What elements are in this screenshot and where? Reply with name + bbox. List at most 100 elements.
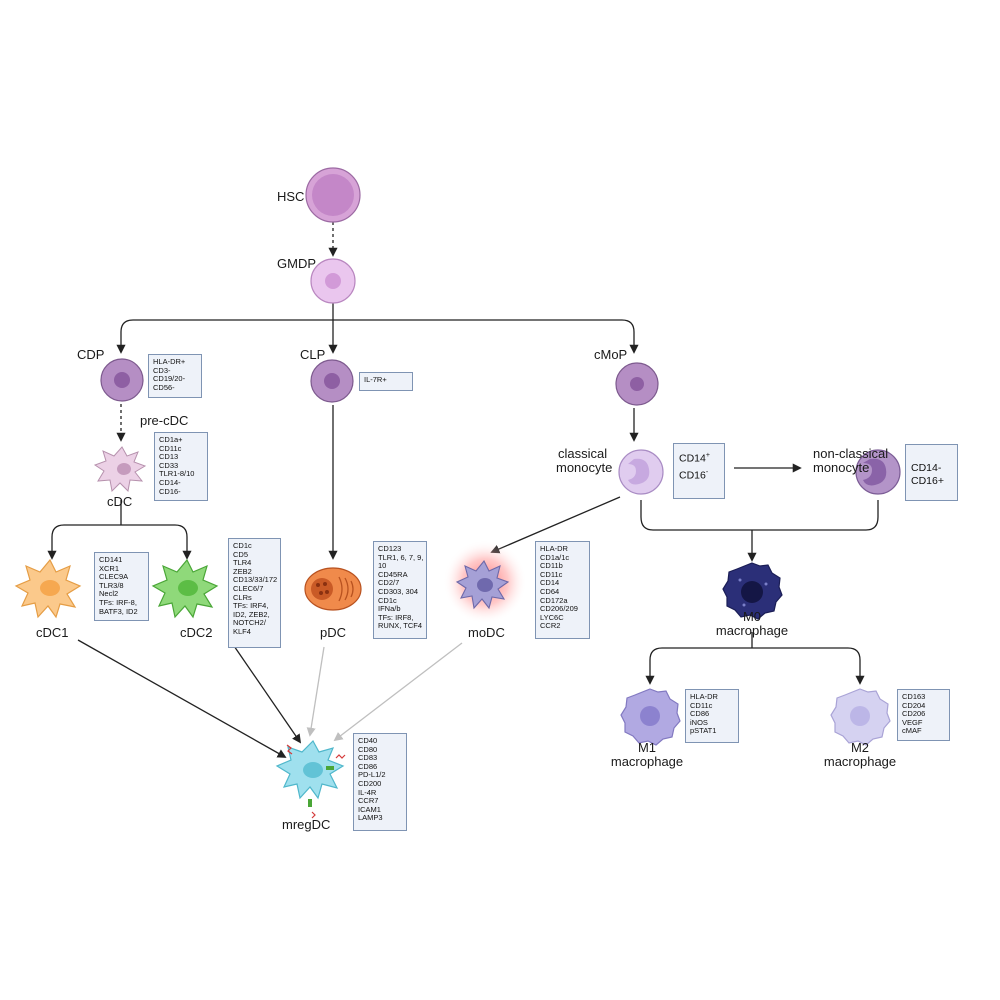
modc-markers-box: HLA-DR CD1a/1c CD11b CD11c CD14 CD64 CD1… — [535, 541, 590, 639]
marker: TLR4 — [233, 558, 252, 568]
marker: CD14 — [540, 578, 560, 588]
hsc-cell-icon — [305, 167, 361, 223]
marker: RUNX, TCF4 — [378, 621, 423, 631]
nonclassical-monocyte-cell-icon — [855, 449, 901, 495]
m2-macrophage-cell-icon — [830, 688, 891, 746]
marker: CCR7 — [358, 796, 379, 806]
marker: CD16+ — [911, 475, 944, 487]
marker: CLEC9A — [99, 572, 129, 582]
m2-markers-box: CD163 CD204 CD206 VEGF cMAF — [897, 689, 950, 741]
marker: TFs: IRF-8, — [99, 597, 137, 607]
marker: CD1c — [378, 595, 397, 605]
m1-label-line1: M1 — [637, 740, 657, 755]
gmdp-label: GMDP — [277, 256, 316, 271]
marker: CD33 — [159, 460, 179, 470]
clp-cell-icon — [310, 359, 354, 403]
marker: CD11c — [540, 569, 563, 579]
m1-label-line2: macrophage — [610, 754, 684, 769]
modc-cell-icon — [443, 540, 527, 624]
marker: CD303, 304 — [378, 586, 419, 596]
marker: CD123 — [378, 544, 402, 553]
arrow-cdc2-to-mregdc — [231, 642, 302, 744]
modc-label: moDC — [468, 625, 505, 640]
marker: KLF4 — [233, 626, 251, 636]
marker: TLR3/8 — [99, 580, 124, 590]
clp-label: CLP — [300, 347, 326, 362]
marker: CD200 — [358, 778, 382, 788]
pre-cdc-label: pre-cDC — [140, 413, 189, 428]
cdp-markers-box: HLA-DR+ CD3- CD19/20- CD56- — [148, 354, 202, 398]
m0-label-line2: macrophage — [715, 623, 789, 638]
marker: CD86 — [358, 761, 378, 771]
marker: IL-4R — [358, 787, 377, 797]
arrow-m0-to-m1 — [645, 647, 752, 685]
cmop-cell-icon — [615, 362, 659, 406]
arrow-cdc-to-cdc2 — [121, 524, 192, 560]
classical-monocyte-markers-box: CD14+ CD16- — [673, 443, 725, 499]
clp-markers-box: IL-7R+ — [359, 372, 413, 391]
marker: PD-L1/2 — [358, 770, 386, 780]
marker: CCR2 — [540, 621, 561, 631]
marker: CD172a — [540, 595, 568, 605]
cdc1-markers-box: CD141 XCR1 CLEC9A TLR3/8 Necl2 TFs: IRF-… — [94, 552, 149, 621]
m0-macrophage-cell-icon — [722, 562, 783, 620]
marker: CD3- — [153, 365, 171, 375]
marker: CD141 — [99, 555, 123, 564]
marker: CD86 — [690, 709, 710, 719]
marker: HLA-DR — [690, 692, 718, 701]
nonclassical-monocyte-markers-box: CD14- CD16+ — [905, 444, 958, 501]
gmdp-cell-icon — [310, 258, 356, 304]
marker: 10 — [378, 561, 387, 571]
marker: ICAM1 — [358, 804, 381, 814]
marker: VEGF — [902, 717, 923, 727]
cmop-label: cMoP — [594, 347, 628, 362]
marker: CD45RA — [378, 569, 408, 579]
marker: CD14+ — [679, 452, 710, 465]
marker: BATF3, ID2 — [99, 606, 138, 616]
cdc-label: cDC — [107, 494, 133, 509]
cdc-cell-icon — [93, 446, 147, 493]
marker: CD16- — [679, 468, 709, 482]
marker: CD13/33/172 — [233, 575, 278, 585]
marker: CD5 — [233, 549, 249, 559]
marker: CLRs — [233, 592, 252, 602]
marker: CD14- — [911, 462, 942, 474]
arrow-classical-to-modc — [490, 496, 621, 554]
mregdc-markers-box: CD40 CD80 CD83 CD86 PD-L1/2 CD200 IL-4R … — [353, 733, 407, 831]
marker: LAMP3 — [358, 813, 383, 823]
arrow-gmdp-to-cdp — [116, 319, 333, 354]
cdc2-label: cDC2 — [180, 625, 213, 640]
marker: Necl2 — [99, 589, 119, 599]
mregdc-label: mregDC — [282, 817, 331, 832]
cdc-markers-box: CD1a+ CD11c CD13 CD33 TLR1-8/10 CD14- CD… — [154, 432, 208, 501]
arrow-modc-to-mregdc — [333, 642, 463, 742]
arrow-cdc-to-cdc1 — [47, 524, 121, 560]
marker: CD11b — [540, 561, 563, 571]
cdp-label: CDP — [77, 347, 105, 362]
marker: CD11c — [159, 443, 182, 453]
marker: CD206/209 — [540, 604, 578, 614]
m1-markers-box: HLA-DR CD11c CD86 iNOS pSTAT1 — [685, 689, 739, 743]
marker: pSTAT1 — [690, 726, 717, 736]
classical-monocyte-label-line2: monocyte — [556, 460, 613, 475]
marker: LYC6C — [540, 612, 564, 622]
cdc1-label: cDC1 — [36, 625, 69, 640]
cdp-cell-icon — [100, 358, 144, 402]
marker: CD11c — [690, 700, 713, 710]
m1-macrophage-cell-icon — [620, 688, 681, 746]
marker: CD163 — [902, 692, 926, 701]
classical-monocyte-label-line1: classical — [558, 446, 608, 461]
marker: CD16- — [159, 486, 181, 496]
arrow-m0-to-m2 — [752, 647, 865, 685]
arrow-pdc-to-mregdc — [306, 646, 325, 737]
marker: CD14- — [159, 477, 181, 487]
marker: CD206 — [902, 709, 926, 719]
arrow-cdc1-to-mregdc — [77, 639, 287, 758]
m2-label-line2: macrophage — [823, 754, 897, 769]
marker: CD13 — [159, 452, 179, 462]
marker: CD40 — [358, 736, 378, 745]
marker: CD64 — [540, 586, 560, 596]
marker: CD56- — [153, 382, 175, 392]
marker: CD1a+ — [159, 435, 183, 444]
